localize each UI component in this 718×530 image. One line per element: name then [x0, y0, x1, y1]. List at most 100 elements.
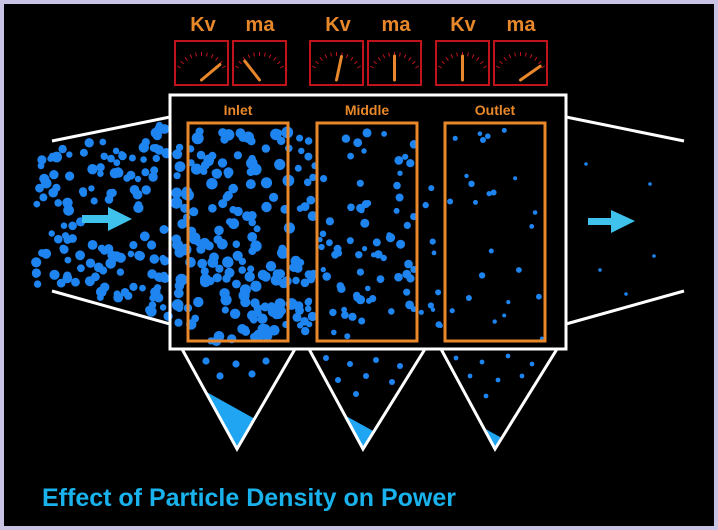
particle [223, 190, 233, 200]
particle [292, 276, 300, 285]
particle [403, 288, 411, 296]
particle [116, 268, 125, 276]
particle [404, 259, 413, 269]
particle [529, 361, 535, 367]
particle [418, 309, 424, 315]
particle [370, 252, 377, 258]
inlet-duct-bottom-wall [51, 289, 171, 326]
particle [59, 244, 67, 253]
particle [219, 288, 229, 298]
particle [141, 168, 150, 177]
particle [64, 256, 72, 264]
particle [159, 304, 167, 311]
meter-label-inlet-ma: ma [246, 14, 276, 36]
particle [171, 234, 181, 244]
particle [250, 280, 262, 292]
particle [147, 269, 157, 279]
particle [68, 234, 77, 243]
particle [306, 195, 316, 205]
particle [174, 161, 186, 173]
particle [113, 292, 124, 303]
particle [257, 269, 269, 281]
particle [49, 269, 60, 280]
particle [402, 153, 409, 160]
particle [65, 171, 75, 181]
particle [238, 289, 250, 302]
particle [274, 158, 286, 171]
particle [71, 277, 80, 287]
particle [148, 301, 157, 309]
particle [584, 162, 588, 166]
particle [307, 211, 318, 222]
outlet-duct-bottom-wall [565, 289, 685, 326]
particle [331, 250, 339, 259]
particle [247, 232, 258, 242]
particle [31, 268, 41, 278]
particle [33, 200, 41, 208]
particle [224, 171, 232, 179]
particle [529, 224, 535, 229]
particle [405, 300, 414, 310]
particle [228, 183, 238, 194]
particle [366, 297, 372, 304]
particle [397, 170, 403, 176]
particle [270, 274, 282, 286]
hopper-dust-inlet [205, 391, 255, 449]
particle [152, 154, 160, 163]
particle [216, 372, 224, 380]
particle [96, 163, 105, 172]
particle [135, 251, 145, 261]
particle [127, 250, 135, 258]
particle [502, 313, 507, 318]
slide-canvas: Inlet Middle Outlet Kv ma Kv ma Kv ma Ef… [4, 4, 714, 526]
particle [33, 280, 42, 288]
particle [177, 219, 188, 229]
particle [66, 151, 73, 158]
gauge-middle-ma-icon [367, 40, 422, 86]
particle [372, 238, 381, 247]
particle [422, 201, 429, 209]
particle [341, 306, 347, 313]
particle [304, 137, 313, 145]
slide-caption: Effect of Particle Density on Power [42, 484, 456, 512]
gauge-middle-kv-icon [309, 40, 364, 86]
particle [381, 131, 387, 137]
section-label-middle: Middle [345, 102, 390, 118]
gauge-inlet-kv-icon [174, 40, 229, 86]
particle [265, 261, 277, 272]
particle [217, 158, 228, 168]
particle [355, 295, 366, 305]
particle [113, 167, 123, 177]
particle [652, 254, 656, 258]
particle [376, 275, 385, 283]
field-box-outlet [443, 121, 547, 343]
particle [229, 308, 241, 319]
particle [118, 151, 125, 158]
particle [301, 326, 310, 336]
particle [77, 264, 85, 273]
particle [337, 284, 346, 293]
particle [245, 179, 256, 190]
particle [395, 193, 404, 202]
particle [365, 285, 371, 292]
particle [193, 296, 204, 308]
particle [139, 284, 146, 292]
particle [90, 197, 98, 205]
particle [175, 143, 184, 152]
particle [269, 325, 280, 336]
particle [31, 257, 42, 268]
particle [152, 130, 162, 141]
particle [173, 172, 181, 180]
particle [133, 202, 144, 213]
particle [356, 179, 364, 187]
particle [107, 250, 117, 260]
particle [485, 133, 491, 139]
particle [248, 154, 256, 163]
particle [129, 282, 138, 291]
particle [62, 273, 73, 284]
particle [277, 136, 286, 146]
particle [248, 218, 256, 227]
gauge-needle [243, 59, 261, 82]
particle [396, 239, 406, 249]
particle [104, 195, 114, 204]
